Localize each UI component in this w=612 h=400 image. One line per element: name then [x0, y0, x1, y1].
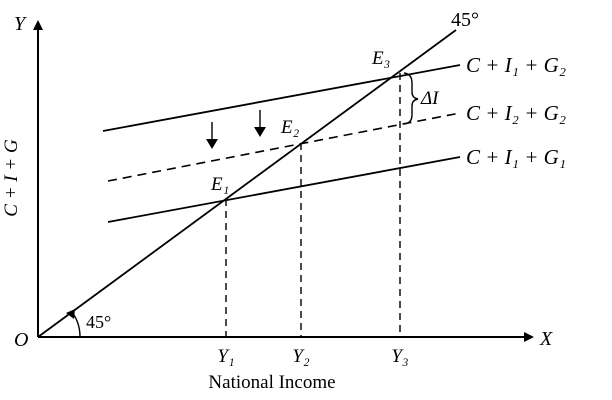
delta-i-brace [403, 72, 419, 125]
delta-i-label: ΔI [420, 88, 440, 109]
label-c-i2-g2: C + I₂ + G₂ [466, 101, 566, 125]
x-axis-label: X [539, 328, 553, 350]
shift-arrow-1 [206, 122, 218, 149]
shift-arrow-2 [254, 110, 266, 137]
y-axis-label: Y [14, 13, 27, 35]
tick-y1-label: Y₁ [217, 346, 234, 367]
point-e2-label: E₂ [280, 117, 300, 138]
forty-five-degree-line [37, 29, 457, 338]
line-c-i1-g1 [107, 156, 461, 223]
tick-y2-label: Y₂ [292, 346, 310, 367]
y-axis-title: C + I + G [1, 139, 22, 217]
label-c-i1-g2: C + I₁ + G₂ [466, 53, 566, 77]
origin-label: O [14, 329, 28, 351]
origin-angle-arrowhead [66, 309, 75, 319]
label-c-i1-g1: C + I₁ + G₁ [466, 145, 566, 169]
tick-y3-label: Y₃ [391, 346, 408, 367]
point-e3-label: E₃ [371, 48, 390, 69]
forty-five-line-label: 45° [451, 9, 479, 31]
origin-angle-label: 45° [86, 312, 111, 332]
point-e1-label: E₁ [210, 174, 229, 195]
x-axis-title: National Income [208, 372, 335, 393]
